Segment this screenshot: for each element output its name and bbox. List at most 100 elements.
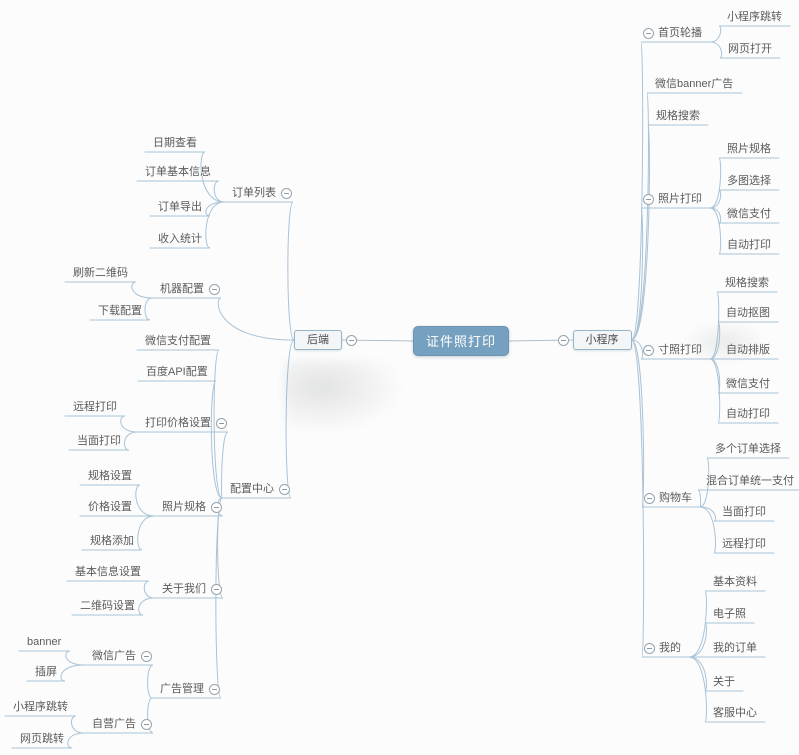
minus-glyph bbox=[646, 647, 652, 649]
mindmap-edge bbox=[709, 25, 791, 43]
mindmap-edge bbox=[144, 151, 225, 203]
mindmap-edge bbox=[26, 664, 85, 682]
mindmap-edge bbox=[68, 431, 138, 451]
mindmap-node-date-view[interactable]: 日期查看 bbox=[153, 137, 197, 149]
minus-circle-icon[interactable] bbox=[345, 334, 357, 346]
mindmap-node-spec-search-2[interactable]: 规格搜索 bbox=[725, 277, 769, 289]
mindmap-node-config-center[interactable]: 配置中心 bbox=[230, 483, 274, 495]
mindmap-node-banner[interactable]: banner bbox=[27, 636, 62, 648]
minus-circle-icon[interactable] bbox=[642, 344, 654, 356]
mindmap-node-interstitial[interactable]: 插屏 bbox=[35, 666, 57, 678]
mindmap-node-price-settings[interactable]: 价格设置 bbox=[88, 501, 132, 513]
mindmap-node-auto-cutout[interactable]: 自动抠图 bbox=[726, 307, 770, 319]
mindmap-node-miniprogram[interactable]: 小程序 bbox=[572, 330, 632, 350]
mindmap-node-wechat-banner-ad[interactable]: 微信banner广告 bbox=[655, 78, 734, 90]
mindmap-edge bbox=[709, 358, 779, 424]
mindmap-node-auto-print[interactable]: 自动打印 bbox=[727, 239, 771, 251]
mindmap-edge bbox=[699, 457, 790, 508]
mindmap-edge bbox=[81, 515, 155, 551]
mindmap-node-print-price-settings[interactable]: 打印价格设置 bbox=[145, 417, 211, 429]
mindmap-node-my-orders[interactable]: 我的订单 bbox=[713, 642, 757, 654]
minus-circle-icon[interactable] bbox=[558, 334, 569, 346]
minus-glyph bbox=[348, 339, 354, 341]
mindmap-node-auto-layout[interactable]: 自动排版 bbox=[726, 344, 770, 356]
mindmap-node-refresh-qrcode[interactable]: 刷新二维码 bbox=[73, 267, 128, 279]
mindmap-node-photo-specs[interactable]: 照片规格 bbox=[162, 501, 206, 513]
mindmap-node-about[interactable]: 关于 bbox=[713, 676, 735, 688]
mindmap-edge bbox=[4, 715, 85, 734]
mindmap-node-wechat-ads[interactable]: 微信广告 bbox=[92, 650, 136, 662]
mindmap-edge bbox=[136, 349, 223, 499]
mindmap-node-income-stats[interactable]: 收入统计 bbox=[158, 233, 202, 245]
mindmap-node-basic-info-settings[interactable]: 基本信息设置 bbox=[75, 566, 141, 578]
mindmap-node-qrcode-settings[interactable]: 二维码设置 bbox=[80, 600, 135, 612]
mindmap-node-photo-spec-2[interactable]: 照片规格 bbox=[727, 143, 771, 155]
mindmap-node-web-jump[interactable]: 网页跳转 bbox=[20, 733, 64, 745]
mindmap-node-machine-config[interactable]: 机器配置 bbox=[160, 283, 204, 295]
mindmap-node-order-export[interactable]: 订单导出 bbox=[158, 201, 202, 213]
mindmap-edge bbox=[709, 321, 779, 360]
minus-circle-icon[interactable] bbox=[642, 193, 654, 205]
mindmap-edge bbox=[149, 201, 225, 217]
mindmap-node-home-carousel[interactable]: 首页轮播 bbox=[658, 27, 702, 39]
mindmap-edge bbox=[631, 124, 709, 341]
mindmap-node-root[interactable]: 证件照打印 bbox=[413, 326, 509, 356]
mindmap-node-face-print-2[interactable]: 当面打印 bbox=[722, 506, 766, 518]
minus-glyph bbox=[645, 32, 651, 34]
minus-circle-icon[interactable] bbox=[215, 417, 227, 429]
minus-glyph bbox=[218, 422, 224, 424]
minus-circle-icon[interactable] bbox=[210, 501, 222, 513]
mindmap-node-wechat-pay[interactable]: 微信支付 bbox=[727, 208, 771, 220]
minus-circle-icon[interactable] bbox=[643, 492, 655, 504]
mindmap-node-multi-order-select[interactable]: 多个订单选择 bbox=[715, 443, 781, 455]
mindmap-node-web-open[interactable]: 网页打开 bbox=[728, 43, 772, 55]
mindmap-edge bbox=[136, 180, 225, 203]
mindmap-edge bbox=[149, 201, 225, 249]
mindmap-edge bbox=[631, 92, 743, 341]
mindmap-edge bbox=[631, 339, 690, 658]
minus-circle-icon[interactable] bbox=[642, 27, 654, 39]
minus-circle-icon[interactable] bbox=[208, 683, 220, 695]
mindmap-node-spec-search[interactable]: 规格搜索 bbox=[656, 110, 700, 122]
mindmap-node-wechat-pay-config[interactable]: 微信支付配置 bbox=[145, 335, 211, 347]
mindmap-edge bbox=[709, 291, 778, 360]
mindmap-node-remote-print-2[interactable]: 远程打印 bbox=[722, 538, 766, 550]
minus-circle-icon[interactable] bbox=[278, 483, 290, 495]
mindmap-node-auto-print-2[interactable]: 自动打印 bbox=[726, 408, 770, 420]
mindmap-node-photo-print[interactable]: 照片打印 bbox=[658, 193, 702, 205]
mindmap-node-baidu-api-config[interactable]: 百度API配置 bbox=[146, 366, 208, 378]
minus-circle-icon[interactable] bbox=[210, 583, 222, 595]
mindmap-node-download-config[interactable]: 下载配置 bbox=[98, 305, 142, 317]
mindmap-node-basic-profile[interactable]: 基本资料 bbox=[713, 576, 757, 588]
mindmap-node-customer-service[interactable]: 客服中心 bbox=[713, 707, 757, 719]
mindmap-node-spec-add[interactable]: 规格添加 bbox=[90, 535, 134, 547]
mindmap-node-mixed-order-pay[interactable]: 混合订单统一支付 bbox=[706, 475, 794, 487]
mindmap-node-remote-print[interactable]: 远程打印 bbox=[73, 401, 117, 413]
minus-circle-icon[interactable] bbox=[140, 718, 152, 730]
mindmap-node-order-basic-info[interactable]: 订单基本信息 bbox=[145, 166, 211, 178]
minus-circle-icon[interactable] bbox=[643, 642, 655, 654]
mindmap-node-ad-management[interactable]: 广告管理 bbox=[160, 683, 204, 695]
minus-circle-icon[interactable] bbox=[208, 283, 220, 295]
mindmap-node-inch-photo-print[interactable]: 寸照打印 bbox=[658, 344, 702, 356]
mindmap-node-wechat-pay-2[interactable]: 微信支付 bbox=[726, 378, 770, 390]
mindmap-node-multi-select[interactable]: 多图选择 bbox=[727, 175, 771, 187]
mindmap-node-mp-jump[interactable]: 小程序跳转 bbox=[13, 701, 68, 713]
minus-circle-icon[interactable] bbox=[280, 187, 292, 199]
mindmap-node-about-us[interactable]: 关于我们 bbox=[162, 583, 206, 595]
mindmap-edge bbox=[709, 207, 780, 255]
mindmap-node-backend[interactable]: 后端 bbox=[294, 330, 342, 350]
mindmap-node-face-print[interactable]: 当面打印 bbox=[77, 435, 121, 447]
mindmap-node-spec-settings[interactable]: 规格设置 bbox=[88, 470, 132, 482]
mindmap-node-cart[interactable]: 购物车 bbox=[659, 492, 692, 504]
mindmap-node-e-photo[interactable]: 电子照 bbox=[713, 608, 746, 620]
mindmap-edge bbox=[89, 297, 153, 321]
mindmap-node-mp-jump-2[interactable]: 小程序跳转 bbox=[727, 11, 782, 23]
mindmap-edge bbox=[221, 339, 295, 499]
mindmap-node-profile[interactable]: 我的 bbox=[659, 642, 681, 654]
mindmap-node-order-list[interactable]: 订单列表 bbox=[232, 187, 276, 199]
minus-circle-icon[interactable] bbox=[140, 650, 152, 662]
mindmap-node-self-ads[interactable]: 自营广告 bbox=[92, 718, 136, 730]
minus-glyph bbox=[646, 497, 652, 499]
